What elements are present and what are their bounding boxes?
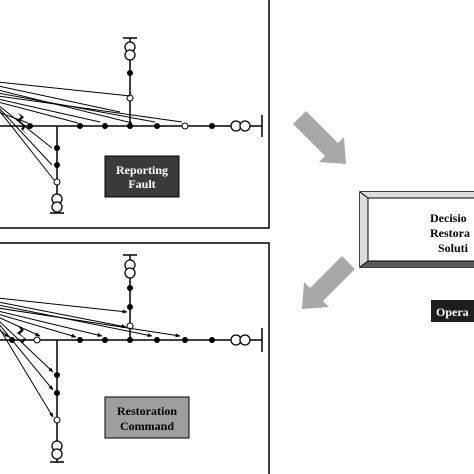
bottom-fault-lightning-icon [17,326,29,349]
restoration-command-label-line1: Restoration [117,404,177,418]
bottom-panel-frame [0,242,270,474]
decision-text-line2: Restora [430,226,470,240]
flow-arrow-down-icon [293,111,346,164]
operator-label: Opera [436,305,469,319]
top-panel: Reporting Fault [0,0,270,229]
bottom-transformer-icon [51,259,251,460]
top-transformer-icon [51,41,251,213]
bottom-command-arrows [0,297,181,418]
top-breakers [27,70,215,186]
restoration-command-label-line2: Command [120,419,174,433]
top-fault-lightning-icon [17,113,29,136]
operator-box [431,300,474,322]
decision-restoration-box: Decisio Restora Soluti [359,191,474,268]
flow-arrow-back-icon [302,256,355,309]
bottom-panel: Restoration Command [0,242,270,474]
decision-text-line3: Soluti [438,241,469,255]
reporting-fault-box [104,155,180,198]
reporting-fault-label-line2: Fault [128,177,155,191]
top-report-lines [0,81,183,181]
restoration-command-box [104,396,190,439]
decision-text-line1: Decisio [430,211,467,225]
reporting-fault-label-line1: Reporting [116,163,168,177]
